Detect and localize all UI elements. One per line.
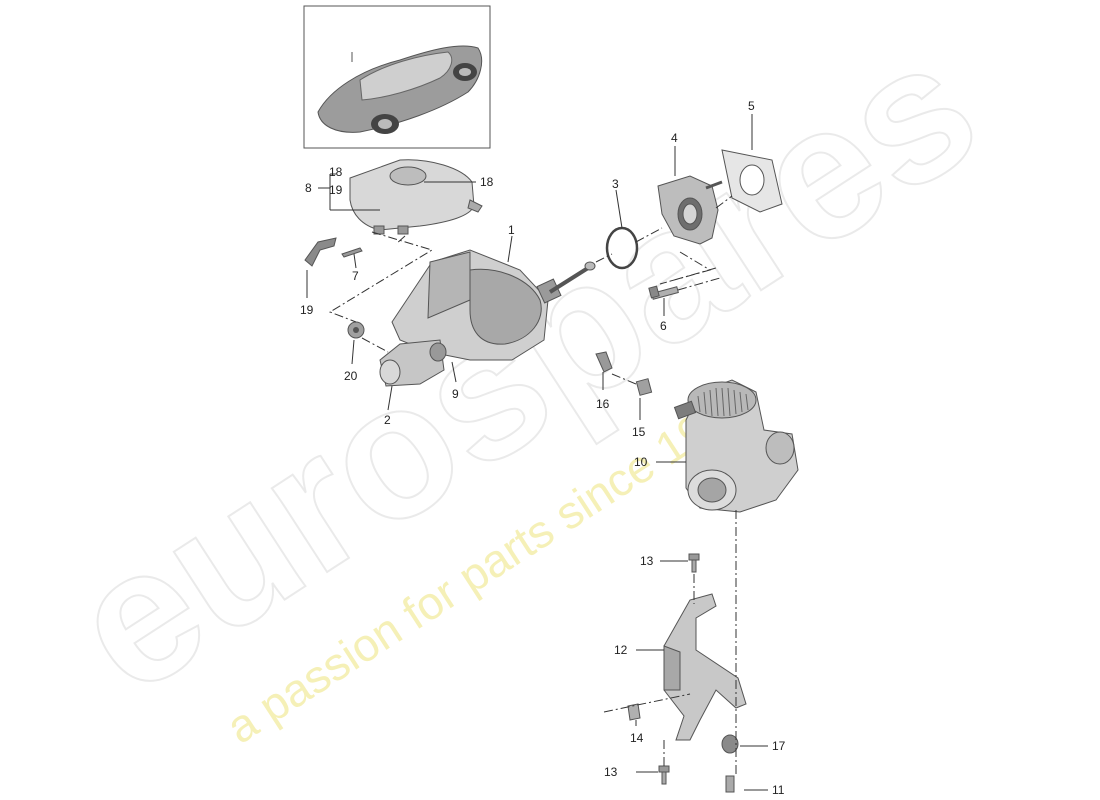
callout-10: 10 (634, 455, 648, 469)
vacuum-flange (657, 175, 723, 245)
flange-bolt (648, 285, 679, 300)
callout-labels: 1 2 3 4 5 6 7 8 9 10 11 12 13 13 14 15 1… (300, 99, 786, 797)
callout-5: 5 (748, 99, 755, 113)
callout-16: 16 (596, 397, 610, 411)
bracket-screw-bottom (658, 765, 670, 785)
pump-cooling-fins (697, 387, 749, 417)
callout-8: 8 (305, 181, 312, 195)
callout-15: 15 (632, 425, 646, 439)
callout-11: 11 (772, 783, 785, 797)
callout-3: 3 (612, 177, 619, 191)
callout-6: 6 (660, 319, 667, 333)
watermark: eurospares a passion for parts since 198… (36, 0, 1013, 753)
assembly-lines (328, 195, 737, 776)
callout-18: 18 (480, 175, 494, 189)
vacuum-pump (673, 379, 799, 513)
leader-lines (306, 114, 768, 791)
retaining-pin (341, 247, 363, 258)
pump-screw (725, 775, 735, 793)
grommet (347, 321, 365, 339)
flange-gasket (721, 149, 783, 213)
clip (627, 703, 641, 721)
bracket-screw-top (688, 553, 700, 573)
callout-19: 19 (300, 303, 314, 317)
callout-12: 12 (614, 643, 628, 657)
cap (635, 378, 653, 396)
callout-4: 4 (671, 131, 678, 145)
callout-14: 14 (630, 731, 644, 745)
vehicle-thumbnail (303, 5, 491, 149)
callout-19-bracket: 19 (329, 183, 343, 197)
reservoir-hose (304, 237, 337, 267)
callout-18-bracket: 18 (329, 165, 343, 179)
brake-fluid-reservoir (349, 159, 483, 235)
callout-17: 17 (772, 739, 786, 753)
callout-13-bottom: 13 (604, 765, 618, 779)
callout-7: 7 (352, 269, 359, 283)
watermark-brand: eurospares (37, 0, 1012, 734)
rubber-mount (721, 734, 739, 754)
callout-9: 9 (452, 387, 459, 401)
brake-booster-assembly (379, 249, 596, 387)
callout-13-top: 13 (640, 554, 654, 568)
callout-1: 1 (508, 223, 515, 237)
mounting-screw (595, 351, 613, 373)
car-illustration (317, 45, 483, 134)
pump-bracket (663, 593, 747, 741)
callout-2: 2 (384, 413, 391, 427)
callout-20: 20 (344, 369, 358, 383)
